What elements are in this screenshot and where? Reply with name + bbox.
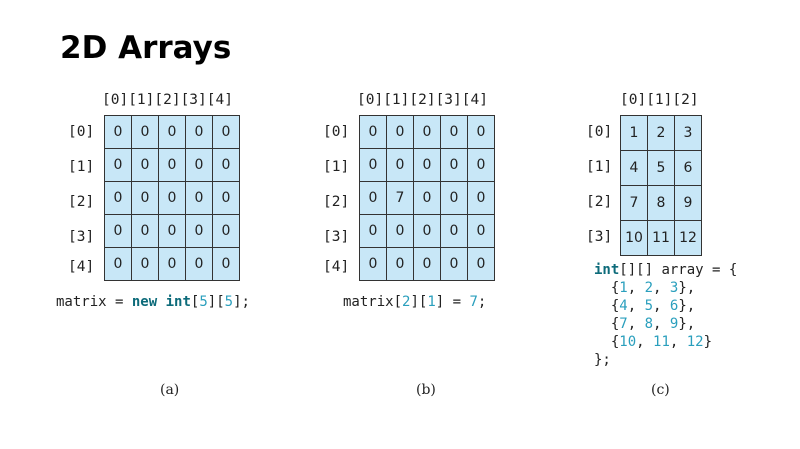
column-index-labels: [0][1][2][3][4] <box>357 92 488 108</box>
matrix-cell: 0 <box>105 116 132 149</box>
row-index-label: [0] <box>323 124 350 140</box>
matrix-cell: 0 <box>132 215 159 248</box>
matrix-cell: 0 <box>360 248 387 281</box>
row-index-label: [2] <box>586 194 613 210</box>
matrix-cell: 0 <box>468 215 495 248</box>
matrix-cell: 0 <box>186 182 213 215</box>
matrix-cell: 0 <box>159 182 186 215</box>
matrix-cell: 11 <box>648 221 675 256</box>
matrix-cell: 4 <box>621 151 648 186</box>
matrix-cell: 0 <box>213 116 240 149</box>
caption-c: (c) <box>651 382 670 398</box>
row-index-label: [1] <box>323 159 350 175</box>
matrix-cell: 0 <box>213 182 240 215</box>
array-initializer-code: int[][] array = { {1, 2, 3}, {4, 5, 6}, … <box>594 261 737 369</box>
matrix-cell: 0 <box>360 116 387 149</box>
matrix-cell: 0 <box>186 149 213 182</box>
row-index-label: [4] <box>68 259 95 275</box>
row-index-label: [1] <box>586 159 613 175</box>
row-index-label: [2] <box>68 194 95 210</box>
caption-b: (b) <box>416 382 436 398</box>
matrix-cell: 12 <box>675 221 702 256</box>
matrix-cell: 0 <box>105 248 132 281</box>
matrix-cell: 0 <box>360 182 387 215</box>
matrix-cell: 10 <box>621 221 648 256</box>
matrix-cell: 0 <box>132 248 159 281</box>
row-index-label: [3] <box>323 229 350 245</box>
matrix-cell: 0 <box>132 149 159 182</box>
matrix-cell: 0 <box>387 116 414 149</box>
matrix-cell: 0 <box>468 149 495 182</box>
column-index-labels: [0][1][2][3][4] <box>102 92 233 108</box>
matrix-cell: 0 <box>387 215 414 248</box>
code-line: {1, 2, 3}, <box>594 280 696 296</box>
matrix-cell: 0 <box>186 116 213 149</box>
code-line: matrix[2][1] = 7; <box>343 294 487 310</box>
code-line: matrix = new int[5][5]; <box>56 294 250 310</box>
matrix-cell: 0 <box>159 149 186 182</box>
code-line: {7, 8, 9}, <box>594 316 696 332</box>
matrix-cell: 0 <box>360 149 387 182</box>
slide-title: 2D Arrays <box>60 30 232 66</box>
matrix-cell: 2 <box>648 116 675 151</box>
code-line: int[][] array = { <box>594 262 738 278</box>
matrix-cell: 0 <box>468 116 495 149</box>
matrix-cell: 0 <box>105 182 132 215</box>
matrix-cell: 0 <box>387 248 414 281</box>
matrix-cell: 0 <box>186 248 213 281</box>
matrix-cell: 0 <box>414 116 441 149</box>
row-index-label: [3] <box>68 229 95 245</box>
matrix-cell: 8 <box>648 186 675 221</box>
matrix-cell: 1 <box>621 116 648 151</box>
matrix-cell: 0 <box>414 215 441 248</box>
matrix-cell: 0 <box>441 149 468 182</box>
matrix-cell: 6 <box>675 151 702 186</box>
matrix-cell: 7 <box>621 186 648 221</box>
code-line: {4, 5, 6}, <box>594 298 696 314</box>
matrix-cell: 0 <box>441 116 468 149</box>
matrix-cell: 0 <box>105 215 132 248</box>
matrix-cell: 7 <box>387 182 414 215</box>
matrix-cell: 0 <box>441 248 468 281</box>
code-line: {10, 11, 12} <box>594 334 713 350</box>
matrix-cell: 0 <box>132 182 159 215</box>
row-index-label: [2] <box>323 194 350 210</box>
matrix-cell: 0 <box>132 116 159 149</box>
matrix-cell: 0 <box>159 116 186 149</box>
row-index-label: [1] <box>68 159 95 175</box>
matrix-cell: 0 <box>159 215 186 248</box>
matrix-cell: 0 <box>414 149 441 182</box>
matrix-cell: 0 <box>387 149 414 182</box>
matrix-cell: 0 <box>441 182 468 215</box>
row-index-label: [3] <box>586 229 613 245</box>
matrix-cell: 0 <box>213 248 240 281</box>
matrix-cell: 0 <box>414 182 441 215</box>
row-index-label: [0] <box>68 124 95 140</box>
matrix-cell: 0 <box>186 215 213 248</box>
matrix-cell: 0 <box>441 215 468 248</box>
matrix-cell: 0 <box>105 149 132 182</box>
row-index-label: [0] <box>586 124 613 140</box>
matrix-cell: 0 <box>468 248 495 281</box>
row-index-label: [4] <box>323 259 350 275</box>
caption-a: (a) <box>160 382 180 398</box>
matrix-cell: 3 <box>675 116 702 151</box>
matrix-cell: 0 <box>159 248 186 281</box>
matrix-cell: 0 <box>213 149 240 182</box>
matrix-cell: 9 <box>675 186 702 221</box>
code-line: }; <box>594 352 611 368</box>
matrix-cell: 0 <box>468 182 495 215</box>
matrix-cell: 5 <box>648 151 675 186</box>
column-index-labels: [0][1][2] <box>620 92 699 108</box>
matrix-cell: 0 <box>213 215 240 248</box>
matrix-cell: 0 <box>360 215 387 248</box>
matrix-cell: 0 <box>414 248 441 281</box>
